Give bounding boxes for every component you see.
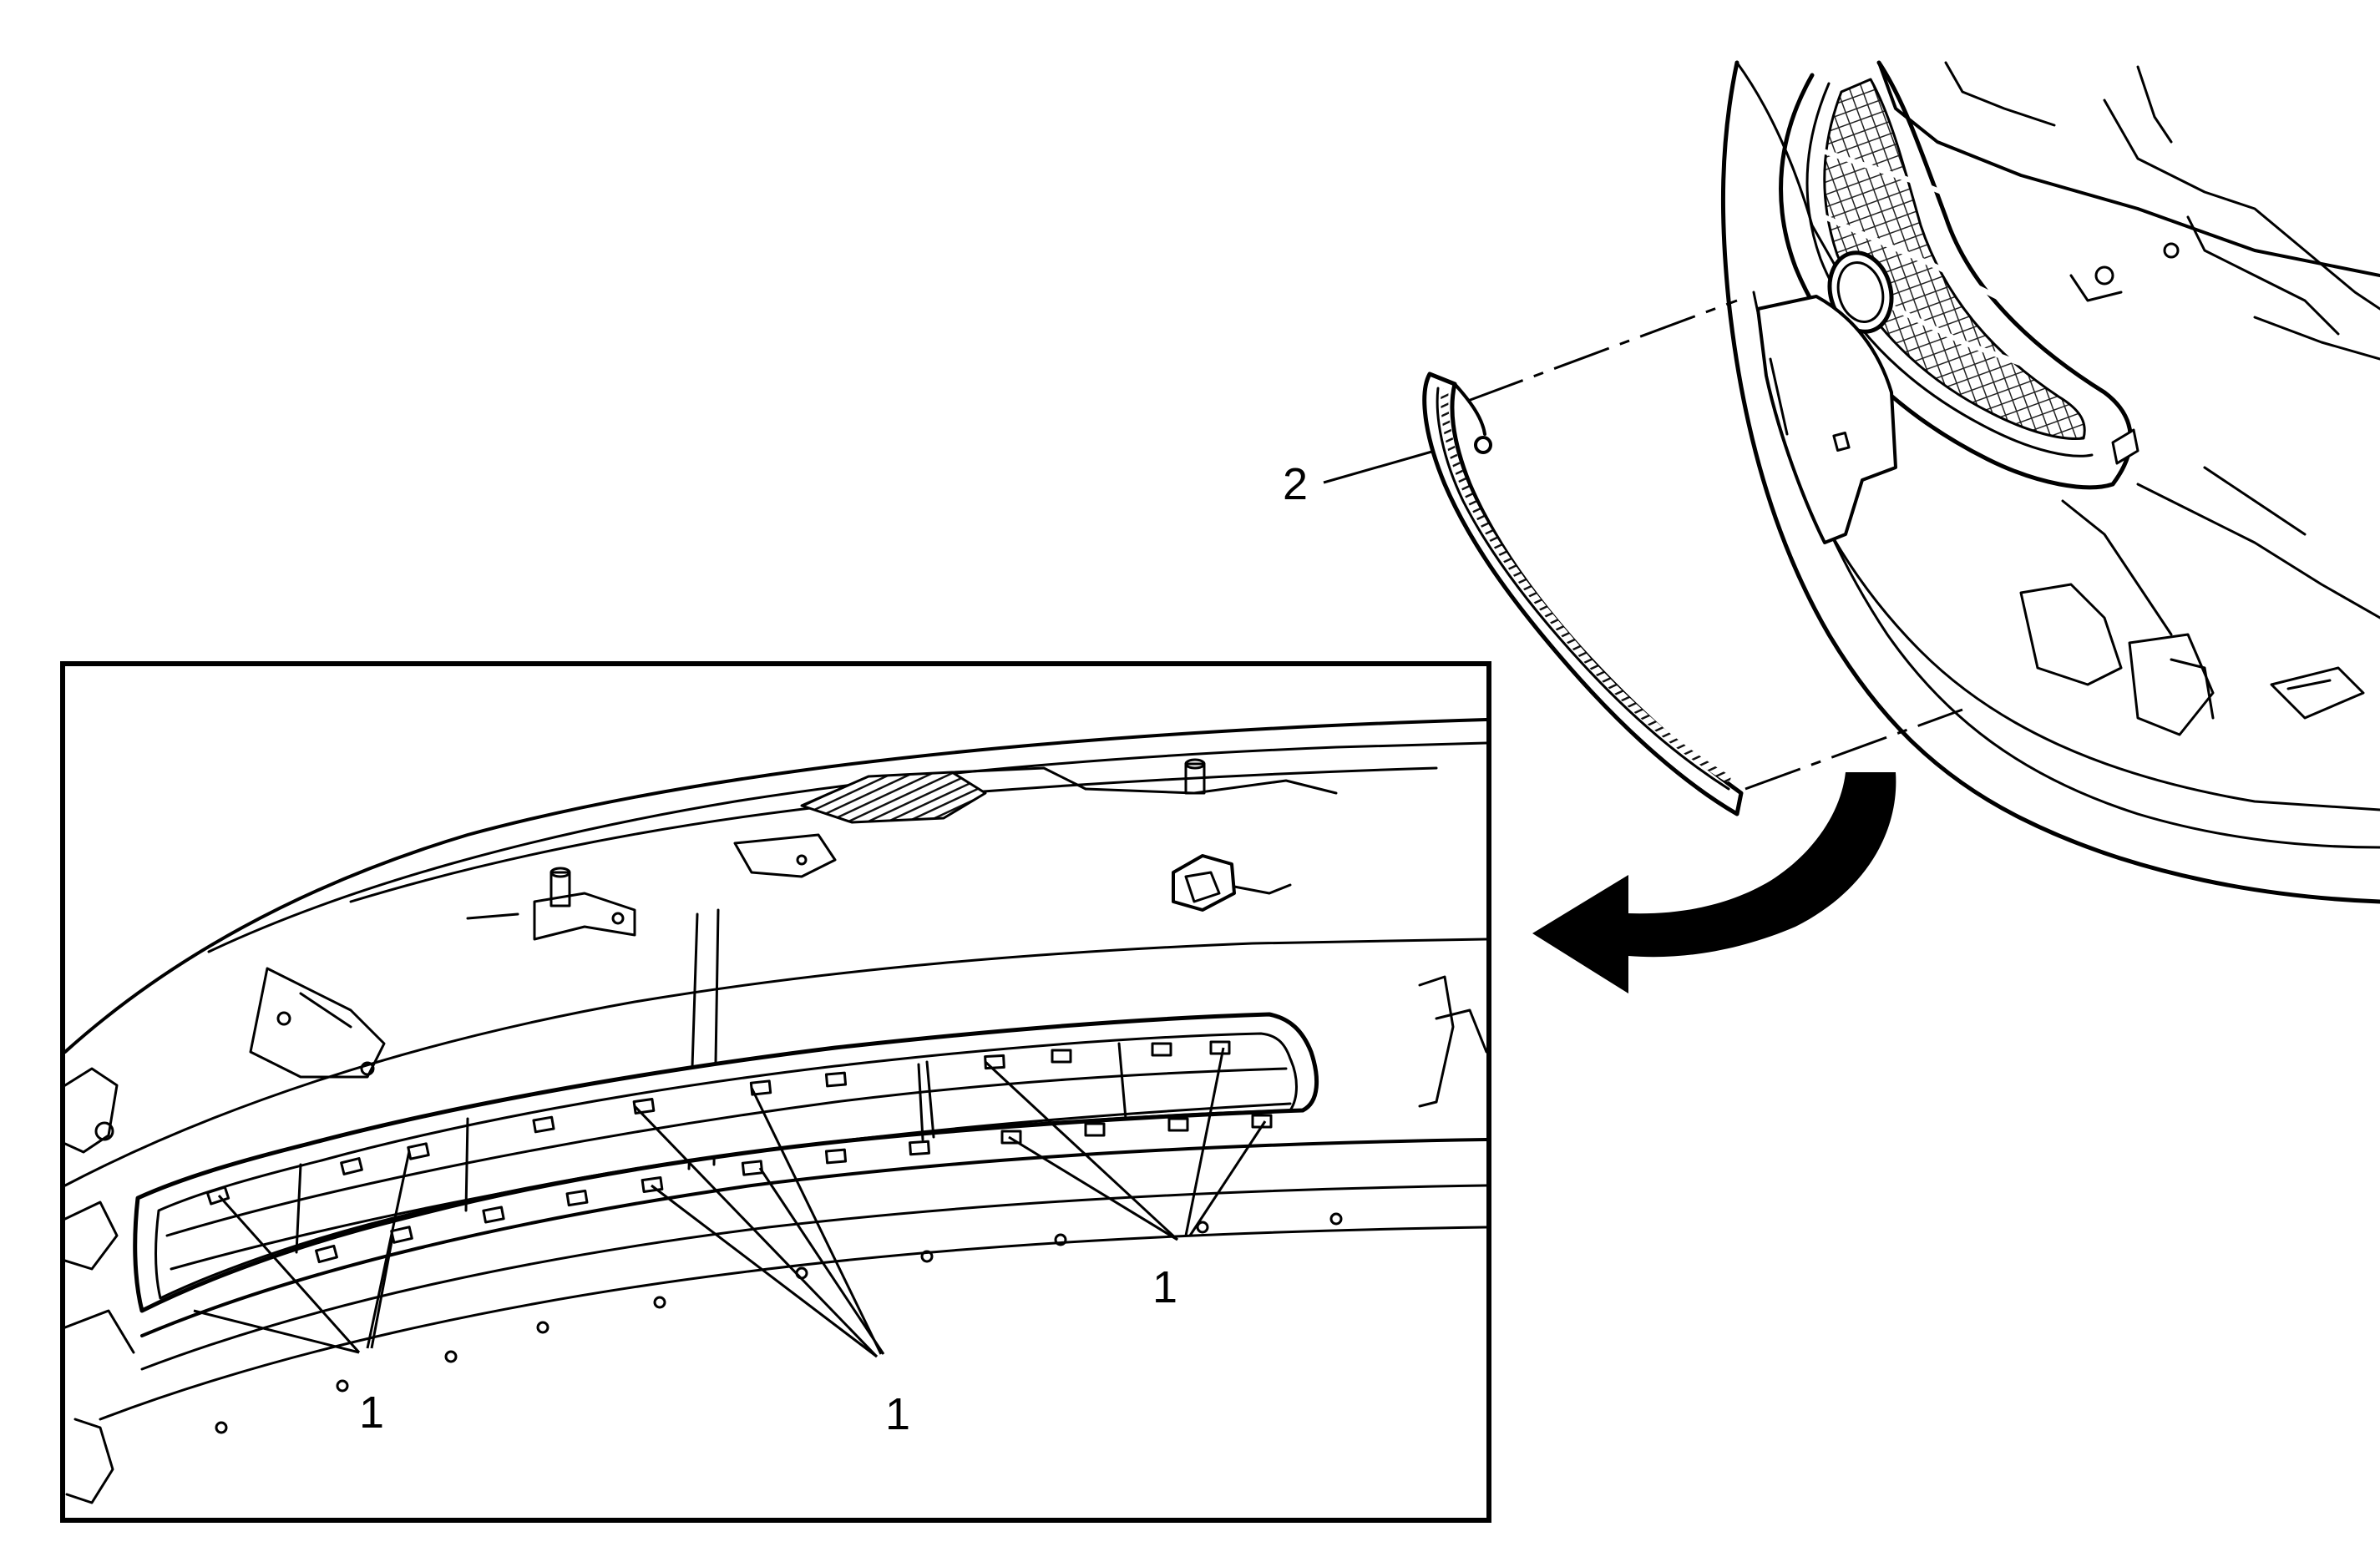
view-arrow (1532, 772, 1896, 993)
callout-1-leaders (193, 1047, 1267, 1358)
callout-2: 2 (1283, 449, 1436, 509)
callout-1-left-label: 1 (359, 1388, 384, 1438)
vehicle-front-fascia (1720, 60, 2380, 904)
detail-lower-grille-view (65, 718, 1486, 1504)
callout-1-right-label: 1 (1152, 1262, 1177, 1312)
alignment-lines (1467, 299, 1963, 791)
lower-grille-trim (1422, 372, 1744, 816)
callout-1-center-label: 1 (885, 1389, 910, 1439)
callout-2-label: 2 (1283, 459, 1308, 509)
